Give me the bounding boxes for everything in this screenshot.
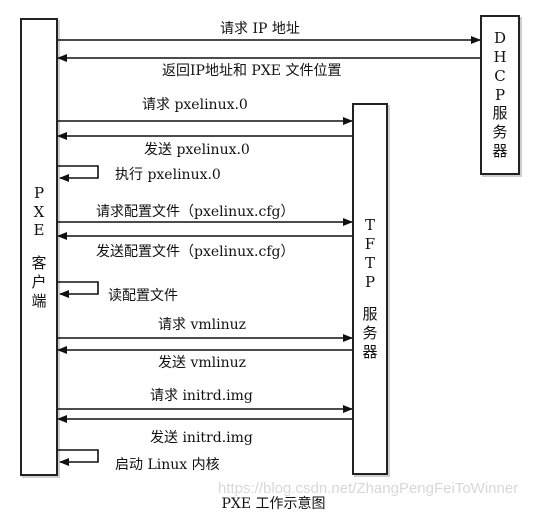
tftp-label-char: 务 bbox=[362, 324, 378, 343]
arrow-m13 bbox=[58, 449, 99, 466]
pxe-label-char: E bbox=[33, 221, 45, 240]
arrow-m8 bbox=[58, 281, 99, 298]
arrow-m5 bbox=[58, 165, 99, 182]
pxe-label-char: P bbox=[33, 183, 45, 202]
dhcp-label-char: 务 bbox=[492, 123, 508, 142]
msg-label-request-cfg: 请求配置文件（pxelinux.cfg） bbox=[96, 204, 295, 220]
msg-label-request-vmlinuz: 请求 vmlinuz bbox=[158, 317, 246, 333]
msg-label-return-ip: 返回IP地址和 PXE 文件位置 bbox=[162, 63, 342, 79]
msg-label-request-ip: 请求 IP 地址 bbox=[220, 21, 300, 37]
diagram-caption: PXE 工作示意图 bbox=[221, 496, 326, 512]
msg-label-request-pxelinux: 请求 pxelinux.0 bbox=[142, 97, 248, 113]
pxe-label-char: X bbox=[33, 202, 45, 221]
tftp-label-char: F bbox=[364, 235, 376, 254]
tftp-label-char: P bbox=[364, 272, 376, 291]
pxe-label-char: 户 bbox=[31, 272, 47, 291]
msg-label-send-pxelinux: 发送 pxelinux.0 bbox=[144, 142, 250, 158]
tftp-label-char: T bbox=[364, 253, 375, 272]
msg-label-send-vmlinuz: 发送 vmlinuz bbox=[158, 355, 246, 371]
dhcp-label-char: D bbox=[493, 29, 506, 48]
dhcp-label-char: P bbox=[494, 85, 506, 104]
pxe-label-char: 客 bbox=[31, 254, 47, 272]
pxe-label-char: 端 bbox=[31, 291, 47, 310]
dhcp-label-char: H bbox=[493, 48, 507, 67]
msg-label-exec-pxelinux: 执行 pxelinux.0 bbox=[115, 167, 221, 183]
dhcp-label-char: 器 bbox=[492, 141, 508, 160]
msg-label-send-cfg: 发送配置文件（pxelinux.cfg） bbox=[96, 244, 295, 260]
msg-label-request-initrd: 请求 initrd.img bbox=[150, 388, 253, 404]
msg-label-boot-kernel: 启动 Linux 内核 bbox=[115, 457, 220, 473]
dhcp-label-char: 服 bbox=[492, 104, 508, 123]
msg-label-read-cfg: 读配置文件 bbox=[108, 288, 178, 304]
dhcp-label-char: C bbox=[494, 66, 506, 85]
watermark: https://blog.csdn.net/ZhangPengFeiToWinn… bbox=[218, 480, 519, 497]
tftp-label-char: T bbox=[364, 216, 375, 235]
tftp-label-char: 服 bbox=[362, 305, 378, 324]
tftp-label-char: 器 bbox=[362, 342, 378, 361]
msg-label-send-initrd: 发送 initrd.img bbox=[150, 430, 253, 446]
